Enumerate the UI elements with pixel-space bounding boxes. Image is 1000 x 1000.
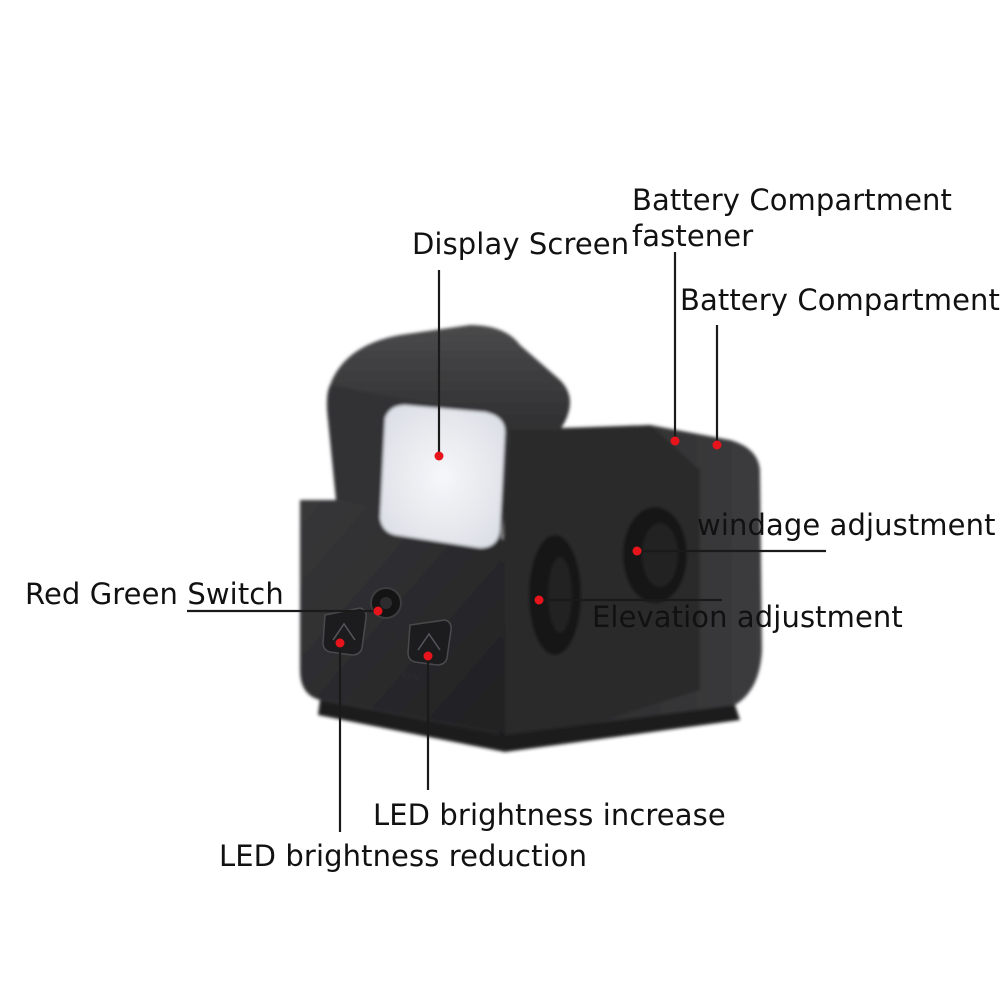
label-red-green-switch: Red Green Switch — [25, 577, 284, 611]
label-battery-fastener: Battery Compartment fastener — [632, 183, 953, 253]
label-led-increase: LED brightness increase — [373, 798, 726, 832]
label-battery-compartment: Battery Compartment — [680, 283, 1000, 317]
marker-windage — [632, 546, 642, 556]
side-face — [500, 425, 700, 740]
marker-elevation — [534, 595, 544, 605]
label-display-screen: Display Screen — [412, 227, 630, 261]
marker-battery-fastener — [670, 436, 680, 446]
leader-lines — [187, 252, 826, 832]
front-lower-body — [300, 500, 505, 735]
label-led-reduction: LED brightness reduction — [219, 839, 588, 873]
label-windage: windage adjustment — [697, 508, 996, 542]
top-hood — [330, 325, 570, 430]
label-elevation: Elevation adjustment — [592, 600, 903, 634]
sight-body — [300, 325, 762, 752]
marker-red-green-switch — [373, 606, 383, 616]
display-window — [380, 405, 505, 548]
on-engraving: ON — [402, 671, 421, 684]
brightness-down-button — [322, 607, 367, 656]
marker-led-increase — [423, 651, 433, 661]
marker-dots — [335, 436, 722, 661]
control-panel: OFF ON — [322, 587, 452, 684]
off-engraving: OFF — [374, 631, 398, 644]
brightness-up-button — [407, 619, 452, 666]
marker-led-reduction — [335, 638, 345, 648]
marker-battery-compartment — [712, 440, 722, 450]
marker-display-screen — [434, 451, 444, 461]
